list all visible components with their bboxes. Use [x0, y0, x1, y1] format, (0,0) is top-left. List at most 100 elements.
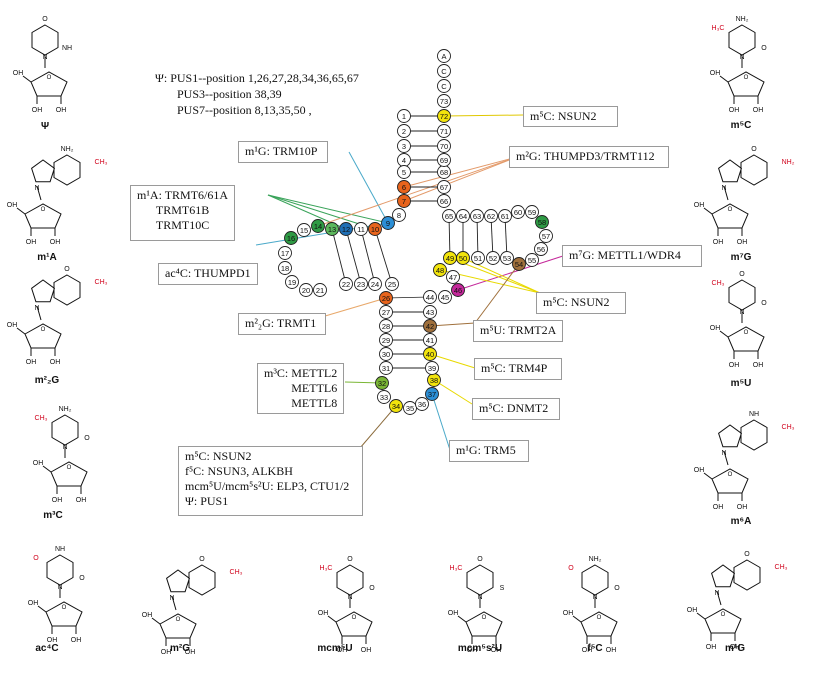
- ring-bond: [718, 159, 742, 183]
- nucleotide-26: 26: [379, 291, 393, 305]
- nucleotide-number: 1: [402, 112, 406, 121]
- nucleotide-13: 13: [325, 222, 339, 236]
- annotation-line: ac⁴C: THUMPD1: [165, 266, 251, 280]
- nucleotide-number: 49: [446, 254, 454, 263]
- atom-label: O: [728, 207, 733, 213]
- nucleotide-54: 54: [512, 257, 526, 271]
- atom-label: OH: [26, 239, 37, 246]
- nucleotide-number: 52: [489, 254, 497, 263]
- nucleotide-circle: [535, 215, 549, 229]
- atom-label: N: [721, 185, 726, 192]
- nucleotide-14: 14: [311, 219, 325, 233]
- sugar-ring: [465, 611, 503, 637]
- nucleotide-number: 28: [382, 322, 390, 331]
- molecule-label-psi: Ψ: [40, 121, 50, 132]
- tail-letter: C: [441, 82, 447, 91]
- nucleotide-25: 25: [385, 277, 399, 291]
- atom-label: NH₂: [589, 556, 602, 563]
- molecule-label-f5c: f⁵C: [587, 643, 603, 654]
- nucleotide-number: 8: [397, 211, 401, 220]
- nucleotide-number: 23: [357, 280, 365, 289]
- atom-label: OH: [713, 239, 724, 246]
- nucleotide-41: 41: [423, 333, 437, 347]
- ring-bond: [31, 159, 55, 183]
- nucleotide-number: 9: [386, 219, 390, 228]
- nucleotide-circle: [511, 205, 525, 219]
- nucleotide-73: 73: [437, 94, 451, 108]
- nucleotide-number: 63: [473, 212, 481, 221]
- nucleotide-circle: [500, 251, 514, 265]
- atom-label: H₃C: [450, 565, 463, 572]
- nucleotide-61: 61: [498, 209, 512, 223]
- annotation-box-m7g-mettl1: m⁷G: METTL1/WDR4: [562, 245, 702, 267]
- nucleotide-circle: [389, 399, 403, 413]
- ring-bond: [728, 279, 756, 311]
- line-m5c-top: [443, 114, 524, 117]
- molecule-label-m7g: m⁷G: [730, 252, 752, 263]
- nucleotide-circle: [311, 219, 325, 233]
- atom-label: OH: [33, 460, 44, 467]
- nucleotide-number: 54: [515, 260, 523, 269]
- nucleotide-circle: [397, 109, 411, 123]
- annotation-line: m¹G: TRM5: [456, 443, 516, 457]
- atom-label: OH: [50, 239, 61, 246]
- atom-label: OH: [706, 644, 717, 651]
- nucleotide-43: 43: [423, 305, 437, 319]
- nucleotide-number: 40: [426, 350, 434, 359]
- annotation-line: Ψ: PUS1: [185, 494, 229, 508]
- molecule-label-mcm5s2u: mcm⁵s²U: [457, 643, 503, 654]
- nucleotide-number: 27: [382, 308, 390, 317]
- line-m22g: [314, 297, 387, 320]
- line-m2g-a: [403, 156, 518, 188]
- atom-label: O: [41, 207, 46, 213]
- nucleotide-number: 50: [459, 254, 467, 263]
- pseudouridine-synthase-note: Ψ: PUS1--position 1,26,27,28,34,36,65,67…: [155, 70, 359, 118]
- ring-bond: [188, 564, 216, 596]
- atom-label: OH: [361, 647, 372, 654]
- line-m5u-b: [474, 263, 520, 324]
- ring-bond: [466, 564, 494, 596]
- nucleotide-number: 72: [440, 112, 448, 121]
- atom-label: H₃C: [320, 565, 333, 572]
- base-pair-bond: [374, 228, 393, 285]
- pyrimidine-m5c: NOHOHOHONH₂OH₃C: [710, 16, 768, 114]
- nucleotide-number: 45: [441, 293, 449, 302]
- nucleotide-28: 28: [379, 319, 393, 333]
- atom-label: N: [169, 595, 174, 602]
- nucleotide-number: 71: [440, 127, 448, 136]
- nucleotide-number: 69: [440, 156, 448, 165]
- nucleotide-number: 14: [314, 222, 322, 231]
- annotation-line: m⁵C: NSUN2: [530, 109, 597, 123]
- oh-bond: [16, 207, 26, 215]
- atom-label: OH: [76, 497, 87, 504]
- atom-label: OH: [729, 107, 740, 114]
- nucleotide-circle: [339, 277, 353, 291]
- atom-label: O: [41, 327, 46, 333]
- acceptor-tail-2: C: [437, 79, 451, 93]
- nucleotide-circle: [368, 222, 382, 236]
- nucleotide-59: 59: [525, 205, 539, 219]
- molecule-m3c: NOHOHOHONH₂OCH₃: [33, 406, 91, 504]
- line-anticodon: [359, 405, 397, 449]
- atom-label: O: [352, 615, 357, 621]
- nucleotide-circle: [325, 222, 339, 236]
- nucleotide-circle: [423, 347, 437, 361]
- nucleotide-31: 31: [379, 361, 393, 375]
- atom-label: O: [739, 271, 745, 278]
- nucleotide-42: 42: [423, 319, 437, 333]
- nucleotide-circle: [484, 209, 498, 223]
- nucleotide-number: 37: [428, 390, 436, 399]
- atom-label: O: [721, 612, 726, 618]
- nucleotide-circle: [354, 222, 368, 236]
- atom-label: OH: [56, 107, 67, 114]
- molecule-ac4c: NOHOHOHONHOO: [28, 546, 86, 644]
- atom-label: OH: [753, 107, 764, 114]
- atom-label: O: [568, 565, 574, 572]
- base-pair-bond: [345, 228, 362, 285]
